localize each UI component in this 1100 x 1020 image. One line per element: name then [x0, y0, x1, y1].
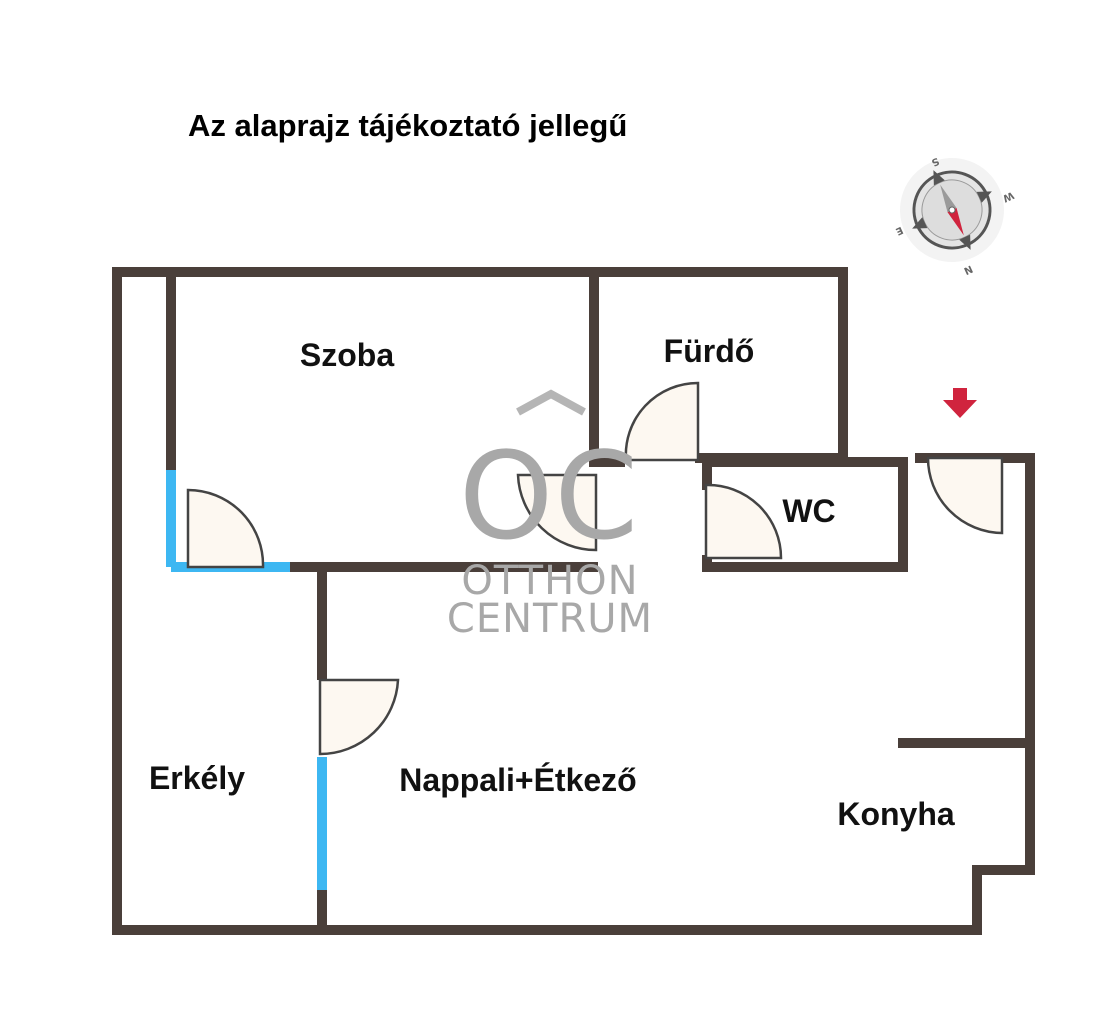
compass-s-label: S [929, 155, 940, 168]
outer-wall-right-bottom [112, 453, 1035, 935]
compass-icon [900, 158, 1004, 262]
watermark-line1: OTTHON [461, 558, 638, 604]
watermark-logo-text: OC [459, 428, 639, 567]
room-label-szoba: Szoba [300, 337, 394, 373]
room-label-erkely: Erkély [149, 760, 245, 796]
door-szoba-erkely [186, 488, 265, 569]
room-label-konyha: Konyha [837, 796, 955, 832]
room-label-wc: WC [782, 493, 835, 529]
entrance-arrow-icon [943, 388, 977, 418]
wall-wc-box [702, 457, 908, 572]
watermark-logo: OC OTTHON CENTRUM [447, 389, 653, 642]
door-szoba-nappali [516, 473, 598, 552]
compass-w-label: W [1001, 189, 1016, 204]
door-furdo [624, 381, 700, 462]
room-label-furdo: Fürdő [664, 333, 755, 369]
outer-wall-left-top [112, 267, 848, 935]
door-nappali-erkely [318, 678, 400, 756]
walls [112, 267, 1035, 935]
compass-n-label: N [962, 263, 974, 277]
room-label-nappali: Nappali+Étkező [399, 762, 636, 798]
door-wc [704, 483, 783, 560]
compass-e-label: E [893, 224, 904, 237]
watermark-line2: CENTRUM [447, 596, 653, 642]
doors [186, 381, 1004, 756]
door-entrance [926, 456, 1004, 535]
plan-disclaimer: Az alaprajz tájékoztató jellegű [188, 108, 628, 143]
